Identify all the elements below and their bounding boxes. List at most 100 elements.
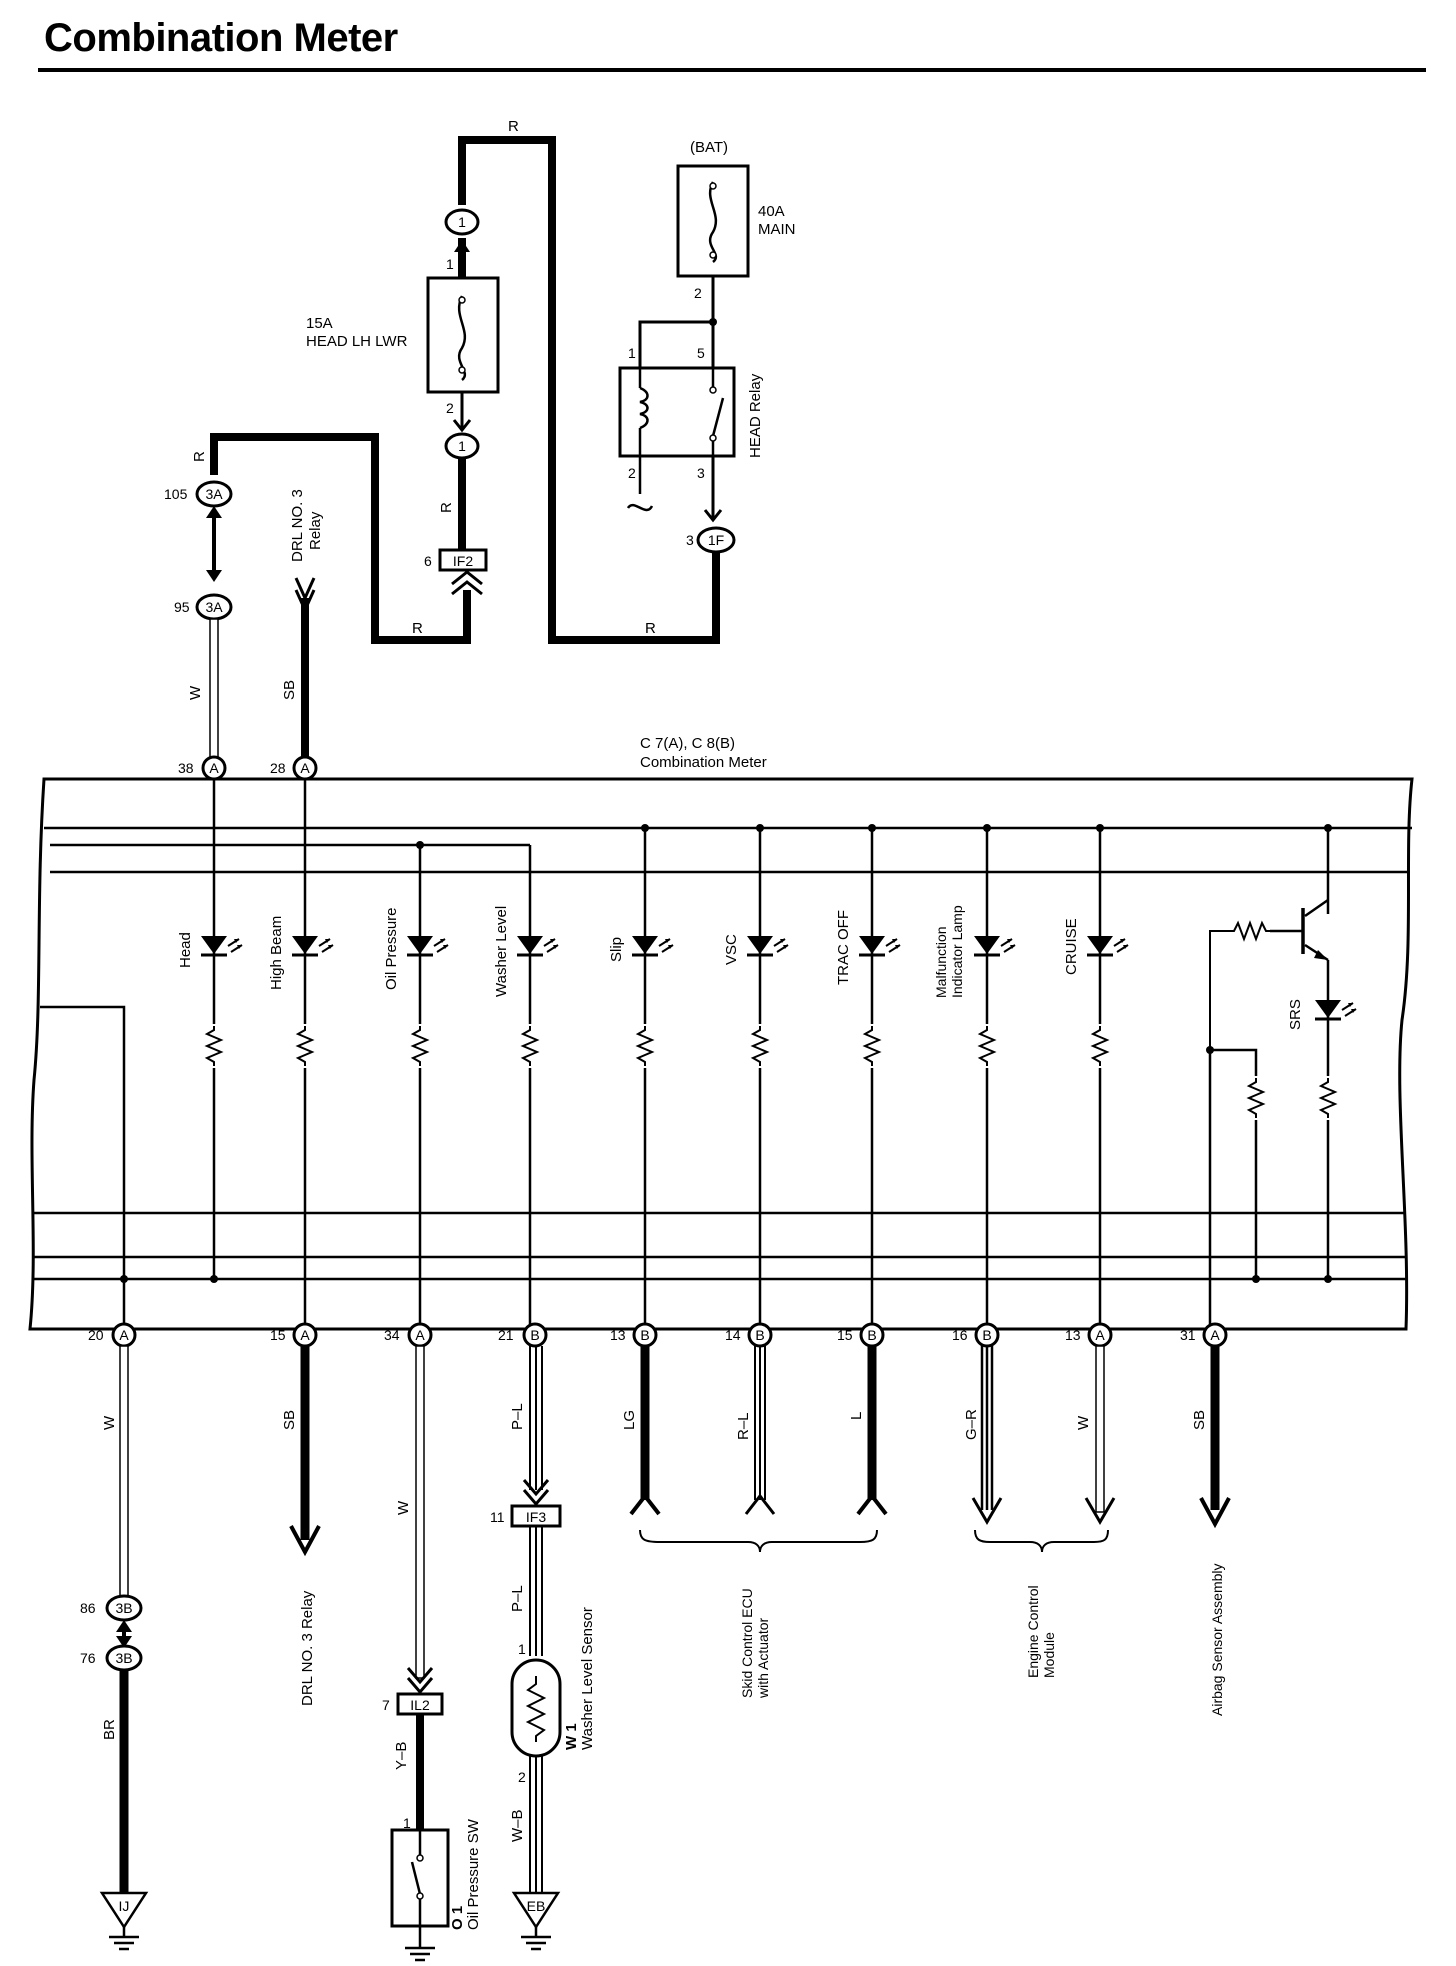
resistor-trac	[858, 1024, 886, 1068]
pin-76-label: 76	[80, 1650, 96, 1666]
bottom-conn-5: B	[755, 1327, 764, 1343]
bottom-wire-8: W	[1075, 1415, 1092, 1430]
meter-pin-38-conn: A	[209, 760, 219, 776]
bottom-wire-2: W	[395, 1500, 412, 1515]
bottom-pin-label-0: 20	[88, 1327, 104, 1343]
bottom-pin-label-2: 34	[384, 1327, 400, 1343]
pin-1-label: 1	[446, 256, 454, 272]
indicator-label-cruise: CRUISE	[1063, 918, 1080, 975]
meter-pin-38-label: 38	[178, 760, 194, 776]
resistor-slip	[631, 1024, 659, 1068]
resistor-high-beam	[291, 1024, 319, 1068]
top-circuit: R R R 1 1 15A HEAD LH LWR 2 1 R IF2 6 (B…	[164, 118, 796, 781]
wire-w-label-top: W	[187, 685, 204, 700]
connector-1-top-label: 1	[458, 214, 466, 230]
connector-3b-upper-label: 3B	[115, 1600, 132, 1616]
resistor-washer	[516, 1024, 544, 1068]
resistor-cruise	[1086, 1024, 1114, 1068]
resistor-head	[200, 1024, 228, 1068]
pin-86-label: 86	[80, 1600, 96, 1616]
bottom-pin-label-9: 31	[1180, 1327, 1196, 1343]
wire-r-label-fuse: R	[438, 502, 455, 513]
wire-r-label-top: R	[508, 118, 519, 135]
airbag-label: Airbag Sensor Assembly	[1209, 1563, 1225, 1716]
fuse-head-label-b: HEAD LH LWR	[306, 333, 408, 350]
relay-pin-2: 2	[628, 465, 636, 481]
drl-relay-top-b: Relay	[307, 511, 324, 550]
w1-pin2-label: 2	[518, 1769, 526, 1785]
meter-connector-line1: C 7(A), C 8(B)	[640, 735, 735, 752]
ecm-line1: Engine Control	[1025, 1585, 1041, 1678]
indicator-label-washer-level: Washer Level	[493, 906, 510, 997]
drl-relay-top-a: DRL NO. 3	[289, 489, 306, 562]
bottom-conn-4: B	[640, 1327, 649, 1343]
wire-yb-label: Y–B	[393, 1742, 410, 1770]
w1-code: W 1	[563, 1723, 580, 1750]
bottom-pin-15b: B 15	[837, 1322, 885, 1348]
fuse-head-lh	[426, 276, 500, 394]
meter-connector-line2: Combination Meter	[640, 754, 767, 771]
pin-11-label: 11	[490, 1509, 505, 1525]
skid-ecu-line1: Skid Control ECU	[739, 1588, 755, 1698]
bottom-wire-3: P–L	[509, 1403, 526, 1430]
wire-r-label-3a: R	[191, 451, 208, 462]
bottom-conn-9: A	[1210, 1327, 1220, 1343]
fuse-main-label-a: 40A	[758, 203, 785, 220]
connector-1-mid-label: 1	[458, 438, 466, 454]
bottom-conn-1: A	[300, 1327, 310, 1343]
wire-wb-label: W–B	[509, 1809, 526, 1842]
connector-1-mid	[444, 432, 480, 460]
bottom-wire-4: LG	[621, 1410, 638, 1430]
fuse-main-label-b: MAIN	[758, 221, 796, 238]
bottom-pin-13b: B 13	[610, 1322, 658, 1348]
connector-1f-label: 1F	[708, 532, 724, 548]
indicator-label-head: Head	[177, 932, 194, 968]
bat-label: (BAT)	[690, 139, 728, 156]
bottom-wire-6: L	[848, 1412, 865, 1420]
drl-relay-bottom: DRL NO. 3 Relay	[299, 1590, 316, 1706]
bottom-pin-21: B 21	[498, 1322, 548, 1348]
title-rule	[38, 68, 1426, 72]
connector-1-top	[444, 208, 480, 236]
connector-if2-label: IF2	[453, 553, 473, 569]
bottom-pin-16: B 16	[952, 1322, 1000, 1348]
bottom-pin-15a: A 15	[270, 1322, 318, 1348]
connector-1f	[696, 526, 736, 554]
bottom-conn-6: B	[867, 1327, 876, 1343]
fuse-head-label-a: 15A	[306, 315, 333, 332]
indicator-label-vsc: VSC	[723, 934, 740, 965]
indicator-label-trac-off: TRAC OFF	[835, 910, 852, 985]
bottom-pin-label-6: 15	[837, 1327, 853, 1343]
o1-code: O 1	[449, 1906, 466, 1930]
indicator-label-slip: Slip	[608, 937, 625, 962]
indicator-label-high-beam: High Beam	[268, 916, 285, 990]
bottom-pin-label-7: 16	[952, 1327, 968, 1343]
wire-r-main	[458, 136, 720, 644]
bottom-conn-7: B	[982, 1327, 991, 1343]
bottom-pin-label-3: 21	[498, 1327, 514, 1343]
pin-95-label: 95	[174, 599, 190, 615]
ground-ij-label: IJ	[119, 1898, 130, 1914]
bottom-wire-5: R–L	[735, 1412, 752, 1440]
bottom-pin-label-5: 14	[725, 1327, 741, 1343]
o1-name: Oil Pressure SW	[465, 1818, 482, 1930]
bottom-pin-13a: A 13	[1065, 1322, 1113, 1348]
ecm-line2: Module	[1041, 1632, 1057, 1678]
indicator-label-mil-line1: Malfunction	[933, 926, 949, 998]
wire-br-label: BR	[101, 1719, 118, 1740]
connector-if3-label: IF3	[526, 1509, 546, 1525]
bottom-pin-label-4: 13	[610, 1327, 626, 1343]
skid-ecu-line2: with Actuator	[755, 1618, 771, 1699]
bottom-wire-1: SB	[281, 1410, 298, 1430]
meter-pin-28-conn: A	[300, 760, 310, 776]
connector-3a-upper-label: 3A	[205, 486, 223, 502]
bottom-wire-7: G–R	[963, 1409, 980, 1440]
indicator-label-srs: SRS	[1287, 999, 1304, 1030]
resistor-srs-bias	[1242, 1076, 1270, 1120]
relay-pin-5: 5	[697, 345, 705, 361]
resistor-mil	[973, 1024, 1001, 1068]
connector-3a-lower-label: 3A	[205, 599, 223, 615]
w1-pin1-label: 1	[518, 1641, 526, 1657]
wire-r-label-left: R	[412, 620, 423, 637]
